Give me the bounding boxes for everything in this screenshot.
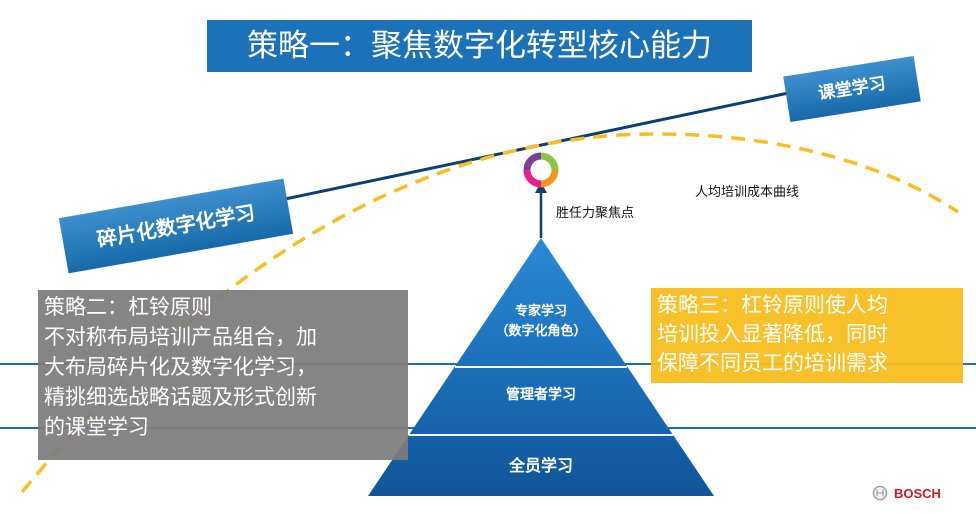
pyramid-expert-line: 专家学习 (514, 304, 567, 319)
strategy-two-line: 的课堂学习 (44, 415, 149, 439)
pyramid-level-all-staff: 全员学习 (508, 456, 573, 475)
pyramid-expert-subline: （数字化角色） (495, 324, 587, 339)
strategy-two-line: 策略二：杠铃原则 (44, 295, 212, 319)
focus-ring-icon (523, 152, 559, 188)
strategy-two-box: 策略二：杠铃原则 不对称布局培训产品组合，加 大布局碎片化及数字化学习， 精挑细… (38, 290, 408, 460)
strategy-three-box: 策略三：杠铃原则使人均 培训投入显著降低，同时 保障不同员工的培训需求 (651, 288, 963, 383)
title: 策略一：聚焦数字化转型核心能力 (247, 28, 712, 64)
strategy-three-line: 培训投入显著降低，同时 (657, 322, 888, 346)
bosch-logo: BOSCH (872, 485, 941, 501)
strategy-two-line: 大布局碎片化及数字化学习， (44, 355, 317, 379)
strategy-three-line: 保障不同员工的培训需求 (657, 351, 888, 375)
focus-point-label: 胜任力聚焦点 (556, 206, 635, 221)
bosch-armature-icon (872, 485, 888, 501)
cost-curve-label: 人均培训成本曲线 (695, 185, 800, 200)
title-background (207, 20, 752, 72)
pyramid-level-manager: 管理者学习 (506, 387, 576, 403)
pyramid-level-expert: 专家学习 （数字化角色） (486, 302, 596, 342)
strategy-two-line: 不对称布局培训产品组合，加 (44, 325, 317, 349)
strategy-three-line: 策略三：杠铃原则使人均 (657, 293, 888, 317)
strategy-two-line: 精挑细选战略话题及形式创新 (44, 385, 317, 409)
bosch-logo-text: BOSCH (894, 485, 941, 501)
classroom-tag-background (783, 55, 921, 123)
fragment-tag-background (58, 178, 294, 274)
